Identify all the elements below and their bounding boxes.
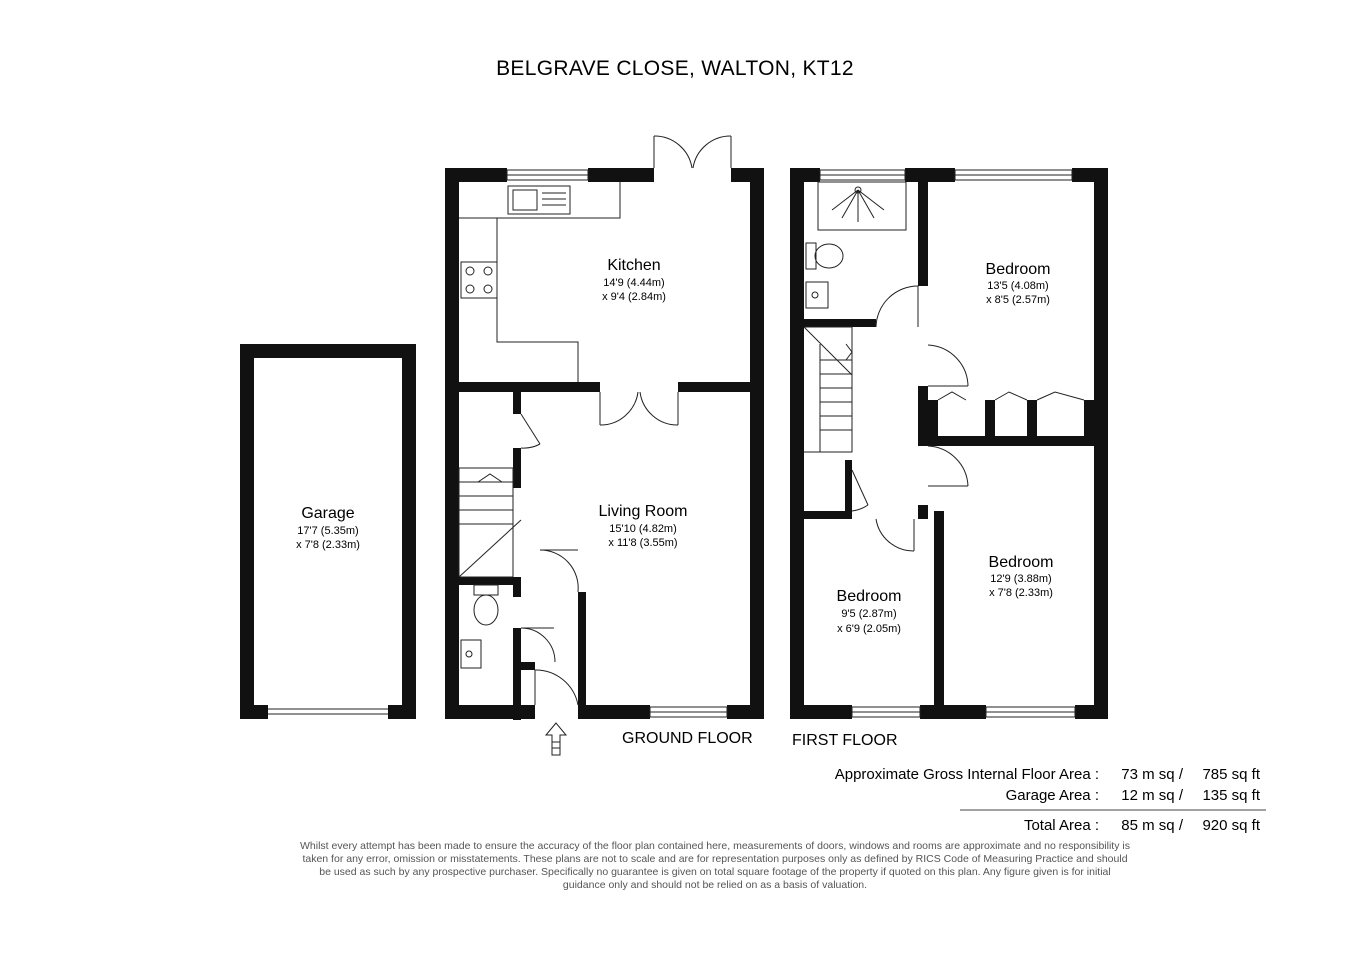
kitchen-worktop [459,182,621,382]
room-dim2-living-room: x 11'8 (3.55m) [608,537,677,549]
room-name-garage: Garage [301,505,354,522]
room-dim1-bedroom-main: 13'5 (4.08m) [987,280,1048,292]
garage-area-label: Garage Area : [1006,787,1099,804]
room-dim2-bedroom-3: x 6'9 (2.05m) [837,623,901,635]
room-name-kitchen: Kitchen [607,257,660,274]
room-dim2-bedroom-2: x 7'8 (2.33m) [989,587,1053,599]
room-name-living-room: Living Room [599,503,688,520]
gross-area-label: Approximate Gross Internal Floor Area : [835,766,1099,783]
garage-outline [240,344,416,719]
ground-floor-label: GROUND FLOOR [622,730,753,747]
garage-area-sqft: 135 sq ft [1202,787,1260,804]
hob-icon [460,261,498,299]
room-name-bedroom-2: Bedroom [989,554,1054,571]
toilet-icon [473,584,499,626]
room-name-bedroom-3: Bedroom [837,588,902,605]
total-area-label: Total Area : [1024,817,1099,834]
room-dim1-bedroom-3: 9'5 (2.87m) [841,608,896,620]
first-interior-doors [851,285,1085,552]
gross-area-sqm: 73 m sq / [1121,766,1184,783]
first-floor-walls [790,168,1108,719]
room-dim1-kitchen: 14'9 (4.44m) [603,277,664,289]
basin-icon [460,639,482,669]
disclaimer-text: Whilst every attempt has been made to en… [300,840,1130,891]
entrance-arrow-icon [544,722,568,756]
room-dim2-kitchen: x 9'4 (2.84m) [602,291,666,303]
gross-area-sqft: 785 sq ft [1202,766,1260,783]
room-dim1-garage: 17'7 (5.35m) [297,525,358,537]
total-area-sqm: 85 m sq / [1121,817,1184,834]
total-area-sqft: 920 sq ft [1202,817,1260,834]
room-name-bedroom-main: Bedroom [986,261,1051,278]
ground-stairs [458,467,522,578]
plan-title: BELGRAVE CLOSE, WALTON, KT12 [496,57,854,80]
basin-icon [805,281,829,309]
french-doors [653,135,732,169]
kitchen-living-doors [599,391,679,426]
ground-floor-walls [445,168,764,720]
shower-icon [817,181,907,231]
garage-area-sqm: 12 m sq / [1121,787,1184,804]
room-dim1-living-room: 15'10 (4.82m) [609,523,677,535]
ground-interior-doors [520,413,579,706]
room-dim1-bedroom-2: 12'9 (3.88m) [990,573,1051,585]
room-dim2-bedroom-main: x 8'5 (2.57m) [986,294,1050,306]
first-floor-label: FIRST FLOOR [792,732,898,749]
sink-icon [507,185,571,215]
area-summary: Approximate Gross Internal Floor Area : … [835,766,1266,834]
first-stairs [803,326,853,453]
toilet-icon [805,242,844,270]
room-dim2-garage: x 7'8 (2.33m) [296,539,360,551]
